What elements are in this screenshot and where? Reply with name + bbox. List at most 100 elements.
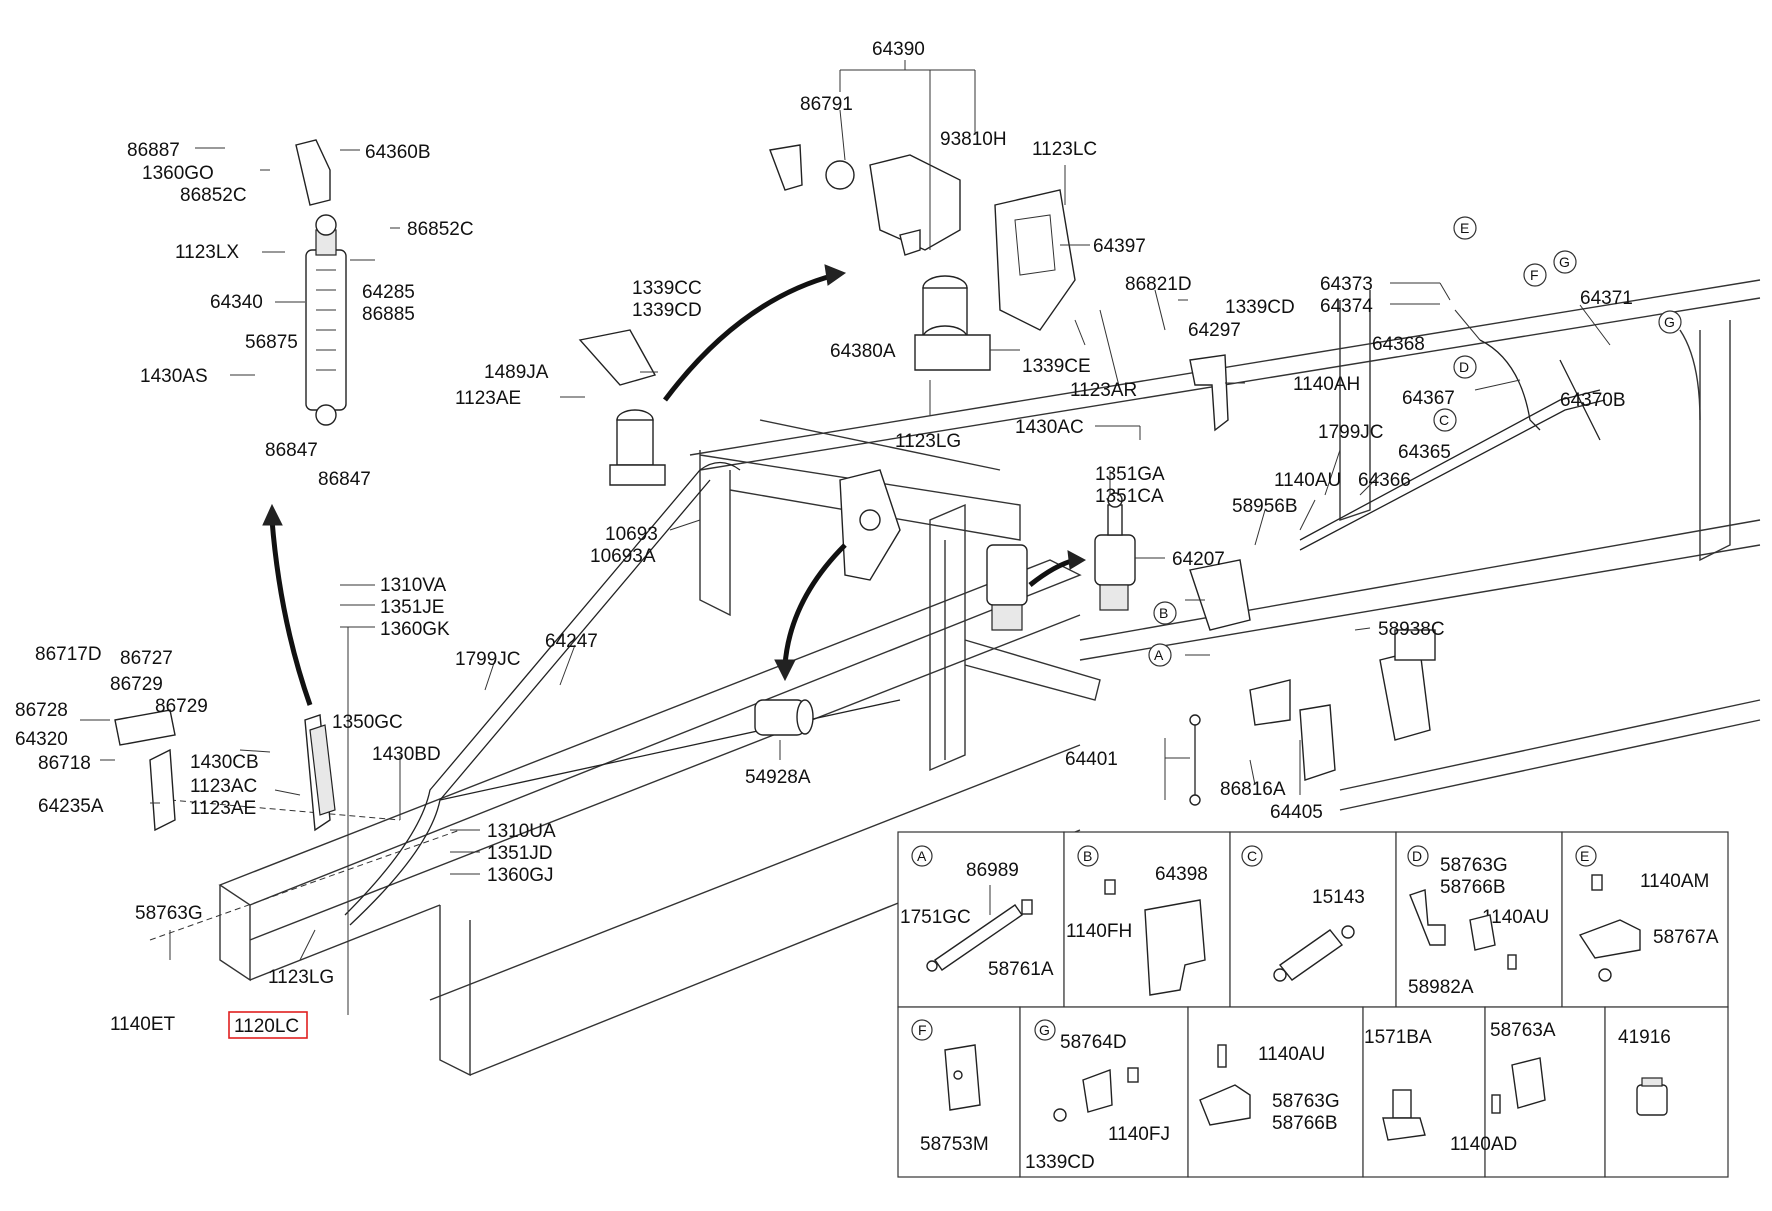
label-64373: 64373: [1320, 274, 1373, 295]
callout-c[interactable]: [1433, 408, 1457, 432]
detail-a-letter: A: [917, 848, 927, 864]
detail-b-letter: B: [1083, 848, 1092, 864]
label-86791: 86791: [800, 94, 853, 115]
callout-b-text: B: [1159, 605, 1168, 621]
label-86718: 86718: [38, 753, 91, 774]
label-1430CB: 1430CB: [190, 752, 259, 773]
label-58938C: 58938C: [1378, 619, 1445, 640]
label-1799JC-b: 1799JC: [1318, 422, 1384, 443]
cable-lines: [344, 339, 1606, 926]
label-64367: 64367: [1402, 388, 1455, 409]
label-64401: 64401: [1065, 749, 1118, 770]
detail-d-58763G: 58763G: [1440, 855, 1508, 876]
callout-g-2[interactable]: [1658, 310, 1682, 334]
label-54928A: 54928A: [745, 767, 811, 788]
callout-d[interactable]: [1453, 355, 1477, 379]
label-86816A: 86816A: [1220, 779, 1286, 800]
bracket-64397: [994, 189, 1076, 331]
part-labels: 64390 86791 93810H 1123LC 64397 86821D 1…: [15, 39, 1633, 1039]
label-86717D: 86717D: [35, 644, 102, 665]
label-93810H: 93810H: [940, 129, 1007, 150]
detail-j-1140AD: 1140AD: [1450, 1134, 1517, 1155]
label-1339CE: 1339CE: [1022, 356, 1091, 377]
lever-right: [1189, 559, 1436, 781]
label-1430AC: 1430AC: [1015, 417, 1084, 438]
label-64374: 64374: [1320, 296, 1373, 317]
label-1430AS: 1430AS: [140, 366, 208, 387]
detail-h-1140AU: 1140AU: [1258, 1044, 1325, 1065]
detail-f-58753M: 58753M: [920, 1134, 989, 1155]
label-1123AE-a: 1123AE: [455, 388, 521, 409]
label-1360GJ: 1360GJ: [487, 865, 554, 886]
bracket-64297: [1189, 354, 1229, 432]
detail-a-58761A: 58761A: [988, 959, 1054, 980]
label-64320: 64320: [15, 729, 68, 750]
label-64360B: 64360B: [365, 142, 431, 163]
label-64247: 64247: [545, 631, 598, 652]
detail-d-letter: D: [1412, 848, 1422, 864]
label-1140ET: 1140ET: [110, 1014, 176, 1035]
callout-e-text: E: [1460, 220, 1469, 236]
label-1123LX: 1123LX: [175, 242, 239, 263]
label-1123LG-b: 1123LG: [268, 967, 334, 988]
detail-j-58763A: 58763A: [1490, 1020, 1556, 1041]
label-1120LC[interactable]: 1120LC: [234, 1016, 299, 1037]
label-1339CD-b: 1339CD: [632, 300, 702, 321]
center-valve: [839, 469, 901, 581]
detail-b-64398: 64398: [1155, 864, 1208, 885]
detail-c-letter: C: [1247, 848, 1257, 864]
label-1351JE: 1351JE: [380, 597, 444, 618]
valve-motor-left: [578, 329, 666, 486]
label-64297: 64297: [1188, 320, 1241, 341]
lever-assembly-64235A: [114, 709, 336, 832]
detail-d-58766B: 58766B: [1440, 877, 1506, 898]
label-86729-b: 86729: [155, 696, 208, 717]
detail-a-1751GC: 1751GC: [900, 907, 971, 928]
label-86729-a: 86729: [110, 674, 163, 695]
label-1339CD-a: 1339CD: [1225, 297, 1295, 318]
callout-g-1[interactable]: [1553, 250, 1577, 274]
label-64380A: 64380A: [830, 341, 896, 362]
detail-i-1571BA: 1571BA: [1364, 1027, 1432, 1048]
callout-e[interactable]: [1453, 216, 1477, 240]
label-1350GC: 1350GC: [332, 712, 403, 733]
chassis-frame: [149, 279, 1761, 1077]
detail-g-58764D: 58764D: [1060, 1032, 1127, 1053]
detail-box-i: [1362, 1006, 1486, 1178]
label-1123AE-b: 1123AE: [190, 798, 256, 819]
detail-d-1140AU: 1140AU: [1482, 907, 1549, 928]
label-1123AC: 1123AC: [190, 776, 257, 797]
callout-g-1-text: G: [1559, 254, 1570, 270]
gas-cylinder-64340: [295, 139, 347, 426]
label-1123LG-a: 1123LG: [895, 431, 961, 452]
motor-54928A: [754, 699, 814, 736]
detail-g-letter: G: [1039, 1022, 1050, 1038]
label-64207: 64207: [1172, 549, 1225, 570]
detail-h-58763G: 58763G: [1272, 1091, 1340, 1112]
callout-a[interactable]: [1148, 643, 1172, 667]
detail-e-letter: E: [1580, 848, 1589, 864]
label-64368: 64368: [1372, 334, 1425, 355]
label-1123LC: 1123LC: [1032, 139, 1097, 160]
callout-f[interactable]: [1523, 263, 1547, 287]
pump-motor-64380A: [914, 275, 991, 371]
detail-grid: A 86989 1751GC 58761A B 64398 1140FH C 1…: [897, 831, 1729, 1178]
label-64340: 64340: [210, 292, 263, 313]
label-1351GA: 1351GA: [1095, 464, 1165, 485]
label-1799JC-a: 1799JC: [455, 649, 521, 670]
label-1360GO: 1360GO: [142, 163, 214, 184]
label-64285: 64285: [362, 282, 415, 303]
label-86887: 86887: [127, 140, 180, 161]
direction-arrows: [262, 264, 1087, 706]
detail-h-58766B: 58766B: [1272, 1113, 1338, 1134]
detail-g-1140FJ: 1140FJ: [1108, 1124, 1170, 1145]
label-86885: 86885: [362, 304, 415, 325]
detail-d-58982A: 58982A: [1408, 977, 1474, 998]
detail-g-1339CD: 1339CD: [1025, 1152, 1095, 1173]
label-56875: 56875: [245, 332, 298, 353]
label-64405: 64405: [1270, 802, 1323, 823]
label-1339CC: 1339CC: [632, 278, 702, 299]
callout-b[interactable]: [1153, 601, 1177, 625]
label-1360GK: 1360GK: [380, 619, 450, 640]
